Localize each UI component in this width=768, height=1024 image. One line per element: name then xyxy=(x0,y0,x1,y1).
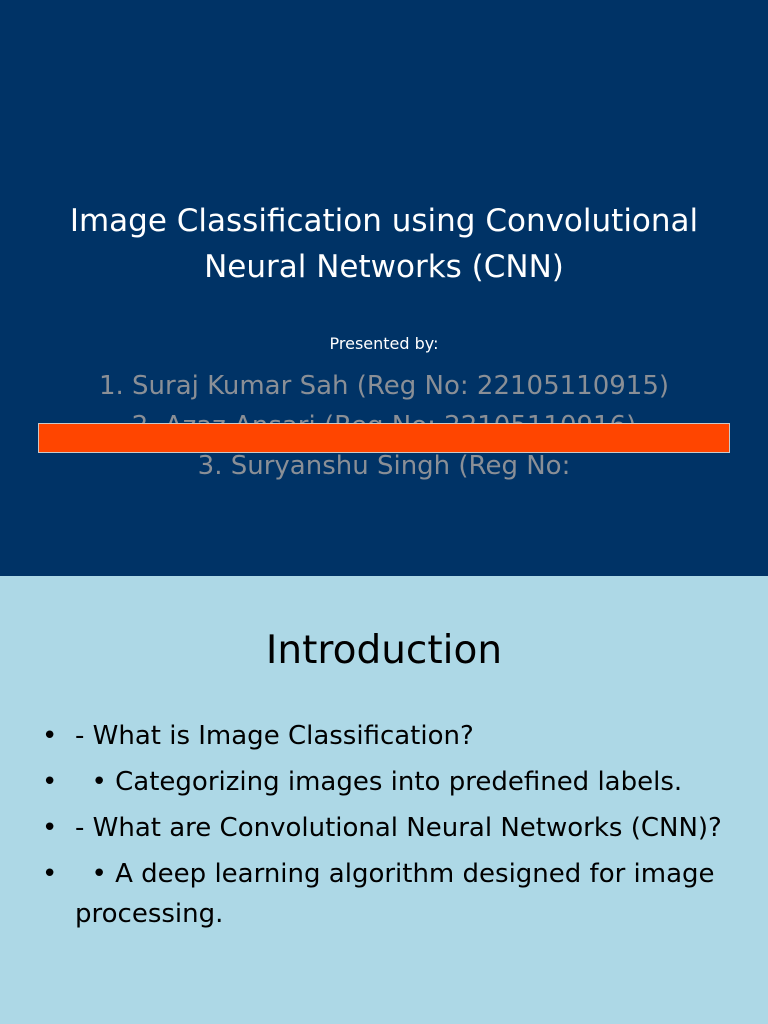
bullet-list: • - What is Image Classification? • • Ca… xyxy=(42,716,742,940)
bullet-icon: • xyxy=(42,721,58,751)
bullet-item: • • A deep learning algorithm designed f… xyxy=(42,854,742,934)
presenter-item: 3. Suryanshu Singh (Reg No: xyxy=(197,451,571,481)
bullet-item: • • Categorizing images into predefined … xyxy=(42,762,742,802)
bullet-icon: • xyxy=(42,813,58,843)
slide-title: Image Classification using Convolutional… xyxy=(69,203,699,285)
bullet-icon: • xyxy=(42,859,58,889)
presenter-item: 1. Suraj Kumar Sah (Reg No: 22105110915) xyxy=(98,371,670,401)
bullet-icon: • xyxy=(42,767,58,797)
bullet-text: - What is Image Classification? xyxy=(75,721,474,751)
bullet-item: • - What are Convolutional Neural Networ… xyxy=(42,808,742,848)
title-slide: Image Classification using Convolutional… xyxy=(0,0,768,576)
presented-by-label: Presented by: xyxy=(329,334,439,353)
bullet-text: • A deep learning algorithm designed for… xyxy=(75,859,723,929)
introduction-slide: Introduction • - What is Image Classific… xyxy=(0,576,768,1024)
redaction-bar xyxy=(38,423,730,453)
bullet-text: - What are Convolutional Neural Networks… xyxy=(75,813,722,843)
bullet-text: • Categorizing images into predefined la… xyxy=(75,767,683,797)
slide-heading: Introduction xyxy=(265,628,503,673)
bullet-item: • - What is Image Classification? xyxy=(42,716,742,756)
